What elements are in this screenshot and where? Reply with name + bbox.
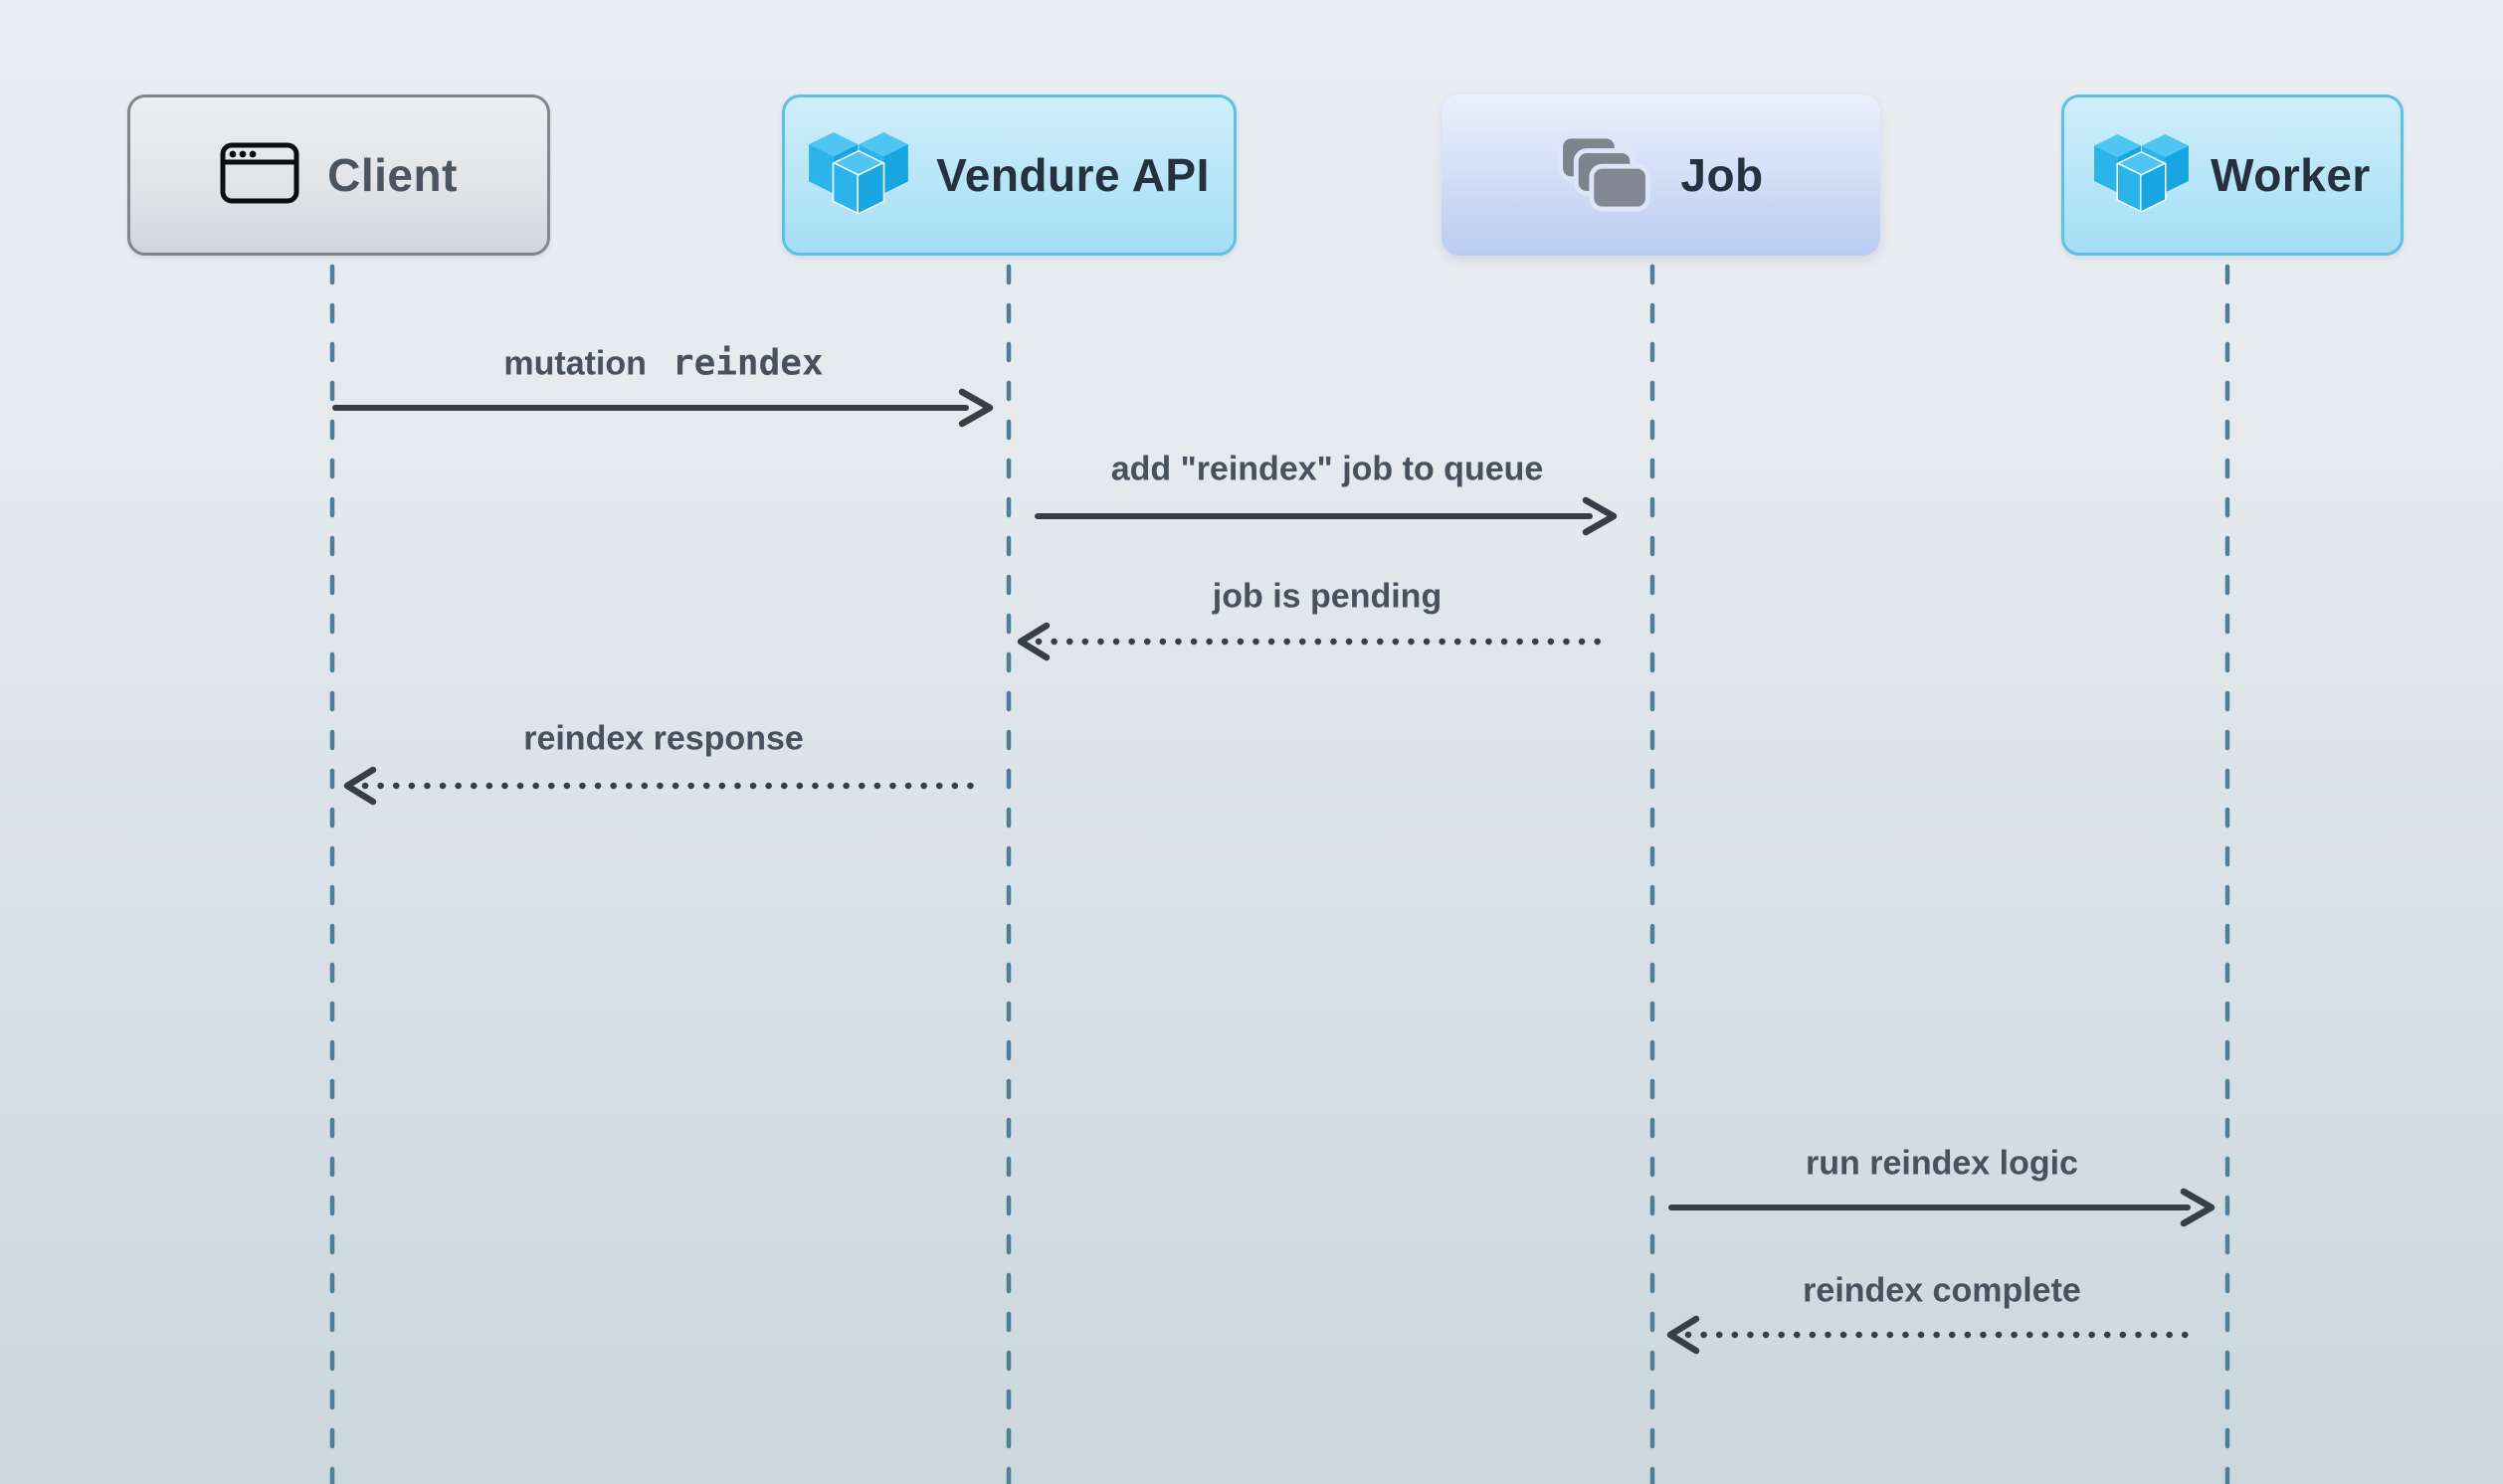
arrow-dotted-left xyxy=(1017,622,1606,661)
actor-title: Job xyxy=(1680,149,1764,201)
actor-title: Worker xyxy=(2211,149,2371,201)
arrow-dotted-left xyxy=(1666,1315,2201,1355)
arrow-solid-right xyxy=(332,388,994,428)
message-label-reindex-complete: reindex complete xyxy=(1803,1271,2081,1310)
actor-client: Client xyxy=(127,94,550,256)
message-label-run-reindex: run reindex logic xyxy=(1806,1144,2078,1183)
arrow-dotted-left xyxy=(343,766,984,806)
vendure-logo-icon xyxy=(2094,133,2190,217)
message-label-add-job: add "reindex" job to queue xyxy=(1110,450,1544,488)
message-label-job-pending: job is pending xyxy=(1212,577,1443,616)
message-label-reindex-response: reindex response xyxy=(523,719,804,758)
actor-title: Vendure API xyxy=(936,149,1210,201)
arrow-solid-right xyxy=(1668,1188,2215,1227)
message-code: reindex xyxy=(672,342,824,384)
actor-job: Job xyxy=(1442,94,1880,256)
message-text: mutation xyxy=(503,344,647,383)
actor-worker: Worker xyxy=(2061,94,2404,256)
browser-window-icon xyxy=(220,142,299,209)
stacked-cards-icon xyxy=(1558,133,1652,217)
actor-vendure-api: Vendure API xyxy=(782,94,1237,256)
arrow-solid-right xyxy=(1035,496,1618,536)
actor-title: Client xyxy=(327,149,458,201)
message-label-mutation-reindex: mutation reindex xyxy=(503,343,823,384)
vendure-logo-icon xyxy=(809,131,908,219)
